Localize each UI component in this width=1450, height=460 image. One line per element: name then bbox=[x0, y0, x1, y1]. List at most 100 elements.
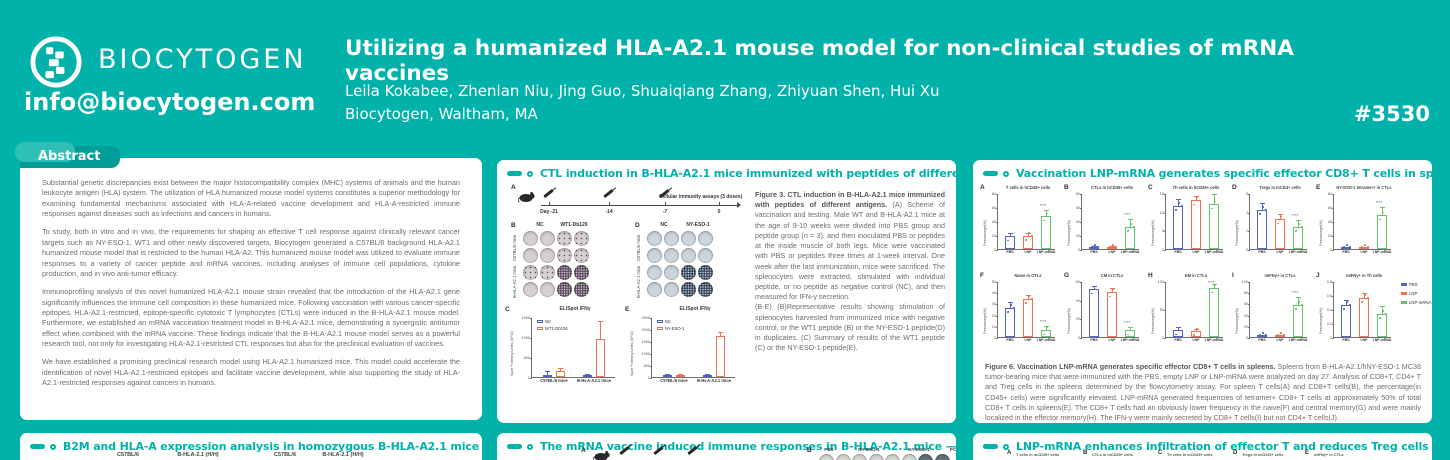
error-bar bbox=[1196, 197, 1197, 201]
y-tick-label: 5 bbox=[1161, 229, 1164, 234]
error-bar bbox=[1112, 246, 1113, 248]
error-bar bbox=[1196, 329, 1197, 332]
y-tick-label: 0 bbox=[527, 376, 530, 380]
x-axis-label: LNP bbox=[1360, 250, 1368, 254]
error-cap bbox=[1278, 334, 1283, 336]
legend-label: NY-ESO-1 bbox=[665, 326, 685, 331]
abstract-paragraph: Immunoprofiling analysis of this novel h… bbox=[42, 287, 460, 349]
legend-row: LNP-mRNA bbox=[1401, 300, 1431, 305]
mrna-condition-label: PC bbox=[949, 447, 957, 452]
bar bbox=[716, 336, 725, 377]
legend-row: NC bbox=[657, 319, 684, 324]
bar bbox=[1191, 331, 1201, 337]
elispot-well bbox=[557, 282, 572, 297]
y-tick-label: 0 bbox=[1245, 248, 1248, 252]
y-tick-mark bbox=[1248, 194, 1250, 195]
error-cap bbox=[1110, 245, 1115, 247]
error-cap bbox=[545, 370, 550, 372]
y-tick-label: 80 bbox=[1243, 291, 1248, 296]
elispot-well bbox=[647, 265, 662, 280]
x-axis-label: LNP-mRNA bbox=[1288, 338, 1308, 342]
mrna-well bbox=[901, 454, 917, 460]
elispot-well bbox=[698, 265, 713, 280]
data-dot bbox=[1091, 246, 1093, 248]
well-row-label: B-HLA-A2.1 mice bbox=[636, 265, 641, 298]
data-dot bbox=[1097, 288, 1099, 291]
b2m-column-label: B-HLA-2.1 (H/H) bbox=[177, 452, 219, 458]
bullet-bar-icon bbox=[983, 444, 998, 449]
error-cap bbox=[1296, 296, 1301, 298]
x-axis-label: PBS bbox=[1006, 250, 1014, 254]
legend-swatch bbox=[537, 319, 543, 324]
chart-title: CTLs in hCD45+ cells bbox=[1091, 185, 1133, 190]
mrna-condition-label: NY-ESO-1 bbox=[908, 447, 930, 452]
data-dot bbox=[1049, 329, 1051, 332]
x-axis-label: PBS bbox=[1258, 338, 1266, 342]
panel-letter: D bbox=[635, 222, 640, 229]
error-cap bbox=[718, 332, 723, 334]
chart-title: CTLs in mCD45+ cells bbox=[1092, 451, 1133, 457]
error-bar bbox=[587, 375, 588, 376]
x-axis-label: LNP-mRNA bbox=[1120, 250, 1140, 254]
data-dot bbox=[1133, 226, 1135, 228]
chart-title: mIFNγ+ in CTLs bbox=[1264, 273, 1296, 278]
chart-title: Th cells in mCD45+ cells bbox=[1167, 451, 1213, 457]
bar bbox=[1209, 288, 1219, 337]
elispot-well bbox=[681, 248, 696, 263]
error-cap bbox=[598, 320, 603, 322]
chart-title: T cells in mCD45+ cells bbox=[1016, 451, 1060, 457]
y-tick-mark bbox=[1248, 338, 1250, 339]
error-bar bbox=[1214, 194, 1215, 205]
elispot-well bbox=[681, 231, 696, 246]
mrna-well bbox=[852, 454, 867, 460]
elispot-well bbox=[523, 265, 538, 280]
bar bbox=[1377, 215, 1387, 249]
y-tick-label: 0 bbox=[647, 376, 650, 380]
chart-title: Th cells in hCD45+ cells bbox=[1172, 185, 1220, 190]
error-cap bbox=[1260, 203, 1265, 205]
timeline-line bbox=[541, 205, 737, 206]
y-tick-label: 10 bbox=[1159, 210, 1164, 215]
elispot-well bbox=[681, 265, 696, 280]
x-axis-label: PBS bbox=[1342, 338, 1350, 342]
chart-legend: NC WT1-Db126 bbox=[537, 319, 568, 331]
y-tick-label: 40 bbox=[991, 220, 996, 224]
bar bbox=[1005, 236, 1015, 249]
y-tick-mark bbox=[530, 378, 532, 379]
x-axis-label: LNP bbox=[1024, 250, 1032, 254]
legend-label: WT1-Db126 bbox=[545, 326, 568, 331]
data-dot bbox=[1298, 223, 1300, 225]
panel-letter: D bbox=[1232, 184, 1237, 191]
bullet-bar-icon bbox=[507, 444, 522, 449]
data-dot bbox=[1175, 209, 1177, 212]
legend-label: NC bbox=[545, 319, 552, 324]
data-dot bbox=[1349, 304, 1351, 306]
y-tick-mark bbox=[1248, 304, 1250, 306]
panel-letter: E bbox=[1305, 450, 1310, 456]
data-dot bbox=[1217, 203, 1219, 206]
x-axis-label: PBS bbox=[1090, 250, 1098, 254]
data-dot bbox=[1361, 301, 1363, 303]
significance-marker: *** bbox=[1124, 211, 1131, 217]
data-dot bbox=[1091, 292, 1093, 295]
x-axis-label: LNP bbox=[1108, 250, 1116, 254]
bar bbox=[1089, 289, 1099, 337]
y-tick-label: 100 bbox=[1157, 280, 1164, 284]
mrna-panel: The mRNA vaccine induced immune response… bbox=[497, 433, 1049, 460]
y-tick-mark bbox=[996, 222, 998, 223]
elispot-well bbox=[664, 231, 679, 246]
contact-email[interactable]: info@biocytogen.com bbox=[24, 88, 316, 116]
y-tick-mark bbox=[996, 304, 998, 306]
data-dot bbox=[1211, 207, 1213, 210]
y-tick-mark bbox=[996, 338, 998, 339]
y-tick-label: 0 bbox=[1077, 248, 1080, 252]
elispot-well bbox=[698, 248, 713, 263]
assay-label: Cellular immunity assays (3 doses) bbox=[659, 194, 743, 200]
data-dot bbox=[1280, 215, 1282, 218]
error-bar bbox=[1094, 246, 1095, 248]
poster-affiliation: Biocytogen, Waltham, MA bbox=[345, 105, 538, 123]
